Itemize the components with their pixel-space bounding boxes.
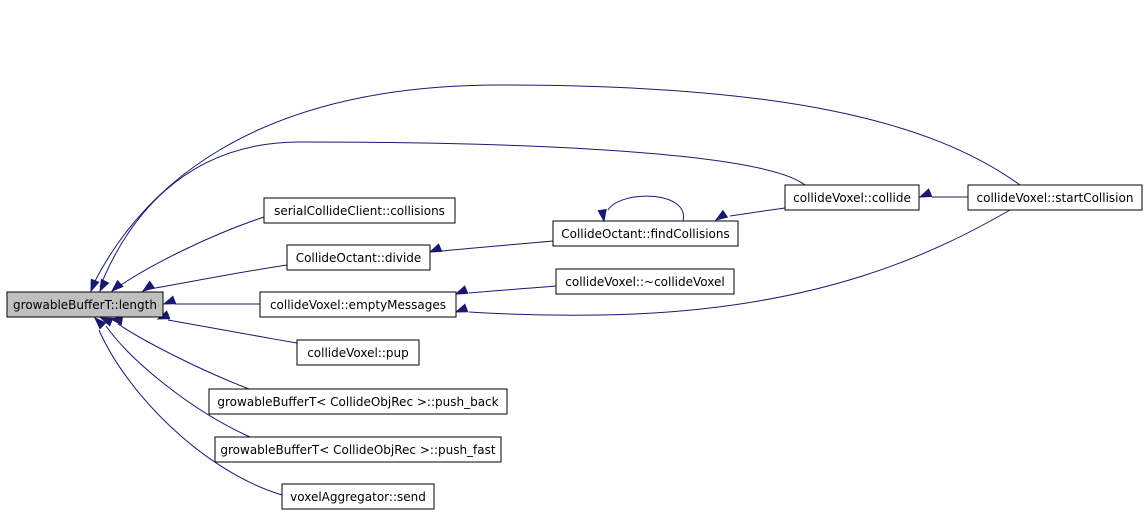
node-pup[interactable]: collideVoxel::pup bbox=[296, 339, 420, 366]
arrowhead bbox=[714, 209, 729, 221]
arrowhead bbox=[141, 280, 156, 292]
arrowhead bbox=[110, 279, 124, 292]
arrowhead bbox=[109, 316, 124, 326]
node-label-pup: collideVoxel::pup bbox=[307, 346, 409, 360]
edge-line bbox=[468, 209, 1011, 316]
edge-line bbox=[441, 240, 554, 252]
edge-octant-divide-to-root bbox=[141, 264, 288, 292]
arrowhead bbox=[93, 316, 107, 330]
node-label-octant-divide: CollideOctant::divide bbox=[296, 251, 422, 265]
edge-line bbox=[149, 264, 288, 290]
node-serial-collisions[interactable]: serialCollideClient::collisions bbox=[263, 197, 456, 224]
node-label-push-fast: growableBufferT< CollideObjRec >::push_f… bbox=[220, 443, 496, 457]
edge-find-collisions-to-find-collisions bbox=[597, 195, 684, 223]
arrowhead bbox=[90, 278, 100, 293]
node-label-serial-collisions: serialCollideClient::collisions bbox=[274, 204, 445, 218]
edge-line bbox=[99, 141, 806, 288]
edge-line bbox=[117, 323, 250, 390]
node-label-root: growableBufferT::length bbox=[13, 298, 157, 312]
node-octant-divide[interactable]: CollideOctant::divide bbox=[286, 244, 431, 271]
edge-collide-to-root bbox=[99, 141, 806, 293]
node-label-start-collision: collideVoxel::startCollision bbox=[977, 191, 1134, 205]
node-start-collision[interactable]: collideVoxel::startCollision bbox=[967, 184, 1143, 211]
edge-line bbox=[117, 216, 265, 288]
edge-line bbox=[468, 285, 557, 294]
node-push-back[interactable]: growableBufferT< CollideObjRec >::push_b… bbox=[208, 388, 508, 415]
node-empty-messages[interactable]: collideVoxel::emptyMessages bbox=[259, 291, 457, 318]
edge-line bbox=[98, 329, 283, 496]
node-destructor[interactable]: collideVoxel::~collideVoxel bbox=[555, 268, 735, 295]
edge-collide-to-find-collisions bbox=[714, 207, 786, 221]
arrowhead bbox=[162, 295, 177, 305]
node-label-destructor: collideVoxel::~collideVoxel bbox=[565, 275, 724, 289]
arrowhead bbox=[428, 243, 443, 253]
edge-empty-messages-to-root bbox=[162, 295, 260, 305]
edge-line bbox=[729, 207, 786, 217]
node-label-empty-messages: collideVoxel::emptyMessages bbox=[270, 298, 446, 312]
nodes-layer: growableBufferT::length serialCollideCli… bbox=[6, 184, 1143, 510]
node-find-collisions[interactable]: CollideOctant::findCollisions bbox=[552, 220, 739, 247]
edge-send-to-root bbox=[93, 316, 283, 496]
node-label-send: voxelAggregator::send bbox=[290, 490, 426, 504]
arrowhead bbox=[454, 285, 469, 295]
node-label-push-back: growableBufferT< CollideObjRec >::push_b… bbox=[217, 395, 498, 409]
arrowhead bbox=[99, 278, 110, 293]
edge-start-collision-to-empty-messages bbox=[454, 209, 1011, 316]
node-label-collide: collideVoxel::collide bbox=[793, 191, 911, 205]
node-root[interactable]: growableBufferT::length bbox=[6, 291, 164, 318]
node-send[interactable]: voxelAggregator::send bbox=[281, 483, 435, 510]
arrowhead bbox=[918, 188, 933, 198]
arrowhead bbox=[99, 317, 114, 327]
edge-push-fast-to-root bbox=[99, 317, 251, 438]
node-push-fast[interactable]: growableBufferT< CollideObjRec >::push_f… bbox=[214, 436, 502, 463]
edge-destructor-to-empty-messages bbox=[454, 285, 557, 295]
edge-line bbox=[167, 319, 298, 344]
arrowhead bbox=[454, 303, 469, 313]
edge-line bbox=[607, 195, 684, 222]
edge-push-back-to-root bbox=[109, 316, 250, 390]
node-label-find-collisions: CollideOctant::findCollisions bbox=[561, 227, 730, 241]
edge-line bbox=[105, 325, 251, 438]
edges-layer bbox=[90, 84, 1021, 496]
edge-find-collisions-to-octant-divide bbox=[428, 240, 554, 253]
node-collide[interactable]: collideVoxel::collide bbox=[784, 184, 920, 211]
edge-serial-collisions-to-root bbox=[110, 216, 265, 292]
arrowhead bbox=[597, 208, 607, 223]
edge-start-collision-to-collide bbox=[918, 188, 968, 198]
